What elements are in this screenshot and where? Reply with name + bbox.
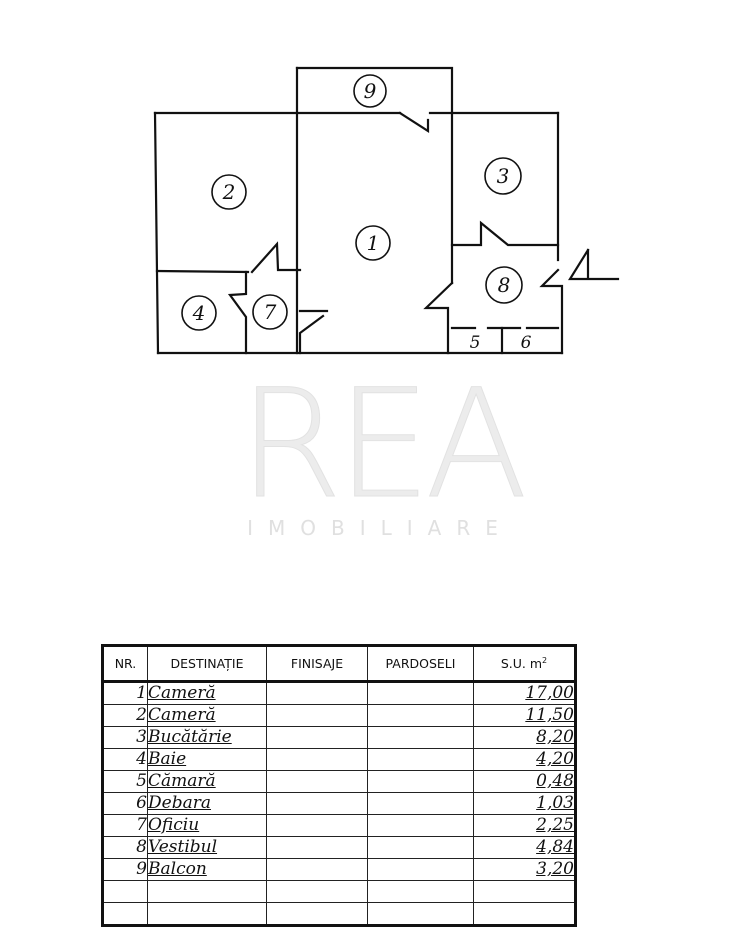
- cell-finisaje: [266, 880, 368, 903]
- room-label-6: 6: [521, 333, 532, 353]
- cell-pardoseli: [367, 748, 474, 771]
- entrance-arrow: [568, 248, 620, 281]
- cell-destinatie: Balcon: [147, 858, 267, 881]
- door-entrance: [539, 268, 564, 355]
- cell-destinatie: Debara: [147, 792, 267, 815]
- header-su-sup: 2: [542, 655, 548, 665]
- cell-pardoseli: [367, 704, 474, 727]
- header-su: S.U. m2: [473, 645, 576, 683]
- room-label-1: 1: [367, 231, 380, 255]
- room-label-9: 9: [364, 79, 377, 103]
- cell-su: 8,20: [473, 726, 576, 749]
- header-pardoseli: PARDOSELI: [367, 645, 474, 683]
- cell-finisaje: [266, 726, 368, 749]
- header-destinatie: DESTINAȚIE: [147, 645, 267, 683]
- table-header-row: NR. DESTINAȚIE FINISAJE PARDOSELI S.U. m…: [102, 645, 576, 683]
- door-vestibule: [423, 281, 454, 355]
- cell-su: 17,00: [473, 681, 576, 705]
- cell-su: 4,20: [473, 748, 576, 771]
- door-bath: [227, 270, 248, 355]
- cell-pardoseli: [367, 770, 474, 793]
- room-label-7: 7: [264, 300, 277, 324]
- cell-nr: 3: [102, 726, 148, 749]
- header-finisaje: FINISAJE: [266, 645, 368, 683]
- room-surface-table: NR. DESTINAȚIE FINISAJE PARDOSELI S.U. m…: [101, 644, 577, 927]
- room-label-3: 3: [497, 164, 510, 188]
- header-nr: NR.: [102, 645, 148, 683]
- cell-finisaje: [266, 792, 368, 815]
- table-row: [102, 902, 576, 926]
- cell-destinatie: [147, 880, 267, 903]
- cell-su: [473, 902, 576, 926]
- cell-pardoseli: [367, 858, 474, 881]
- cell-nr: 1: [102, 681, 148, 705]
- cell-nr: 9: [102, 858, 148, 881]
- header-su-label: S.U. m: [500, 656, 543, 672]
- cell-su: 2,25: [473, 814, 576, 837]
- cell-finisaje: [266, 902, 368, 926]
- cell-finisaje: [266, 858, 368, 881]
- door-balcony: [398, 111, 430, 134]
- door-room-2: [250, 241, 302, 274]
- table-row: [102, 880, 576, 903]
- cell-finisaje: [266, 748, 368, 771]
- cell-nr: 5: [102, 770, 148, 793]
- cell-su: 11,50: [473, 704, 576, 727]
- cell-pardoseli: [367, 902, 474, 926]
- cell-destinatie: Cameră: [147, 704, 267, 727]
- cell-destinatie: Vestibul: [147, 836, 267, 859]
- door-room-1: [298, 309, 329, 355]
- cell-su: [473, 880, 576, 903]
- cell-nr: 2: [102, 704, 148, 727]
- cell-su: 1,03: [473, 792, 576, 815]
- room-label-8: 8: [498, 273, 511, 297]
- cell-nr: [102, 880, 148, 903]
- cell-su: 4,84: [473, 836, 576, 859]
- cell-finisaje: [266, 704, 368, 727]
- cell-finisaje: [266, 770, 368, 793]
- room-label-2: 2: [222, 180, 236, 204]
- cell-destinatie: Cămară: [147, 770, 267, 793]
- room-label-4: 4: [192, 301, 206, 325]
- floor-plan: 9 2 1 3 8 4 7 5 6: [153, 66, 620, 355]
- cell-pardoseli: [367, 880, 474, 903]
- wall-balcony: [295, 66, 454, 115]
- cell-pardoseli: [367, 681, 474, 705]
- cell-destinatie: [147, 902, 267, 926]
- cell-destinatie: Cameră: [147, 681, 267, 705]
- cell-nr: 8: [102, 836, 148, 859]
- cell-pardoseli: [367, 726, 474, 749]
- cell-destinatie: Oficiu: [147, 814, 267, 837]
- door-kitchen: [450, 220, 560, 247]
- cell-su: 0,48: [473, 770, 576, 793]
- cell-finisaje: [266, 814, 368, 837]
- cell-nr: [102, 902, 148, 926]
- cell-finisaje: [266, 836, 368, 859]
- cell-su: 3,20: [473, 858, 576, 881]
- cell-destinatie: Bucătărie: [147, 726, 267, 749]
- cell-nr: 6: [102, 792, 148, 815]
- cell-pardoseli: [367, 836, 474, 859]
- cell-nr: 4: [102, 748, 148, 771]
- cell-pardoseli: [367, 814, 474, 837]
- room-label-5: 5: [470, 333, 481, 353]
- cell-finisaje: [266, 681, 368, 705]
- cell-nr: 7: [102, 814, 148, 837]
- cell-pardoseli: [367, 792, 474, 815]
- cell-destinatie: Baie: [147, 748, 267, 771]
